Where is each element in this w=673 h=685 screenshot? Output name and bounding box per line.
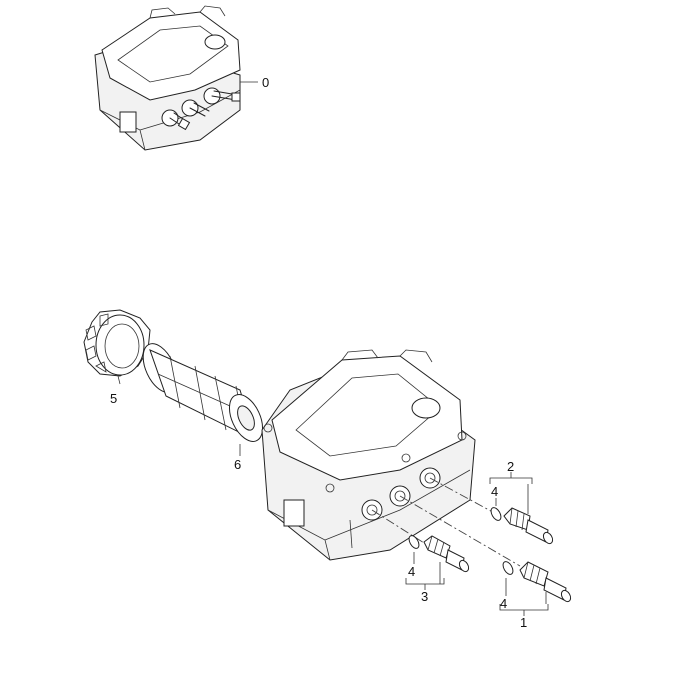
callout-6: 6: [234, 457, 241, 472]
callout-4-upper: 4: [491, 484, 498, 499]
filter-cap-illustration: 5: [83, 309, 151, 406]
callout-2: 2: [507, 459, 514, 474]
assembled-unit-illustration: 0: [94, 5, 269, 151]
outlet-fitting-b-illustration: 4 2: [489, 459, 554, 545]
inlet-fitting-illustration: 4 3: [405, 535, 470, 604]
callout-4-lower: 4: [500, 596, 507, 611]
callout-0: 0: [262, 75, 269, 90]
callout-1: 1: [520, 615, 527, 630]
assembly-centerlines: [371, 477, 521, 567]
callout-5: 5: [110, 391, 117, 406]
callout-3: 3: [421, 589, 428, 604]
callout-4-middle: 4: [408, 564, 415, 579]
filter-element-illustration: 6: [142, 343, 264, 472]
outlet-fitting-a-illustration: 4 1: [499, 561, 572, 630]
main-unit-illustration: [261, 349, 476, 561]
